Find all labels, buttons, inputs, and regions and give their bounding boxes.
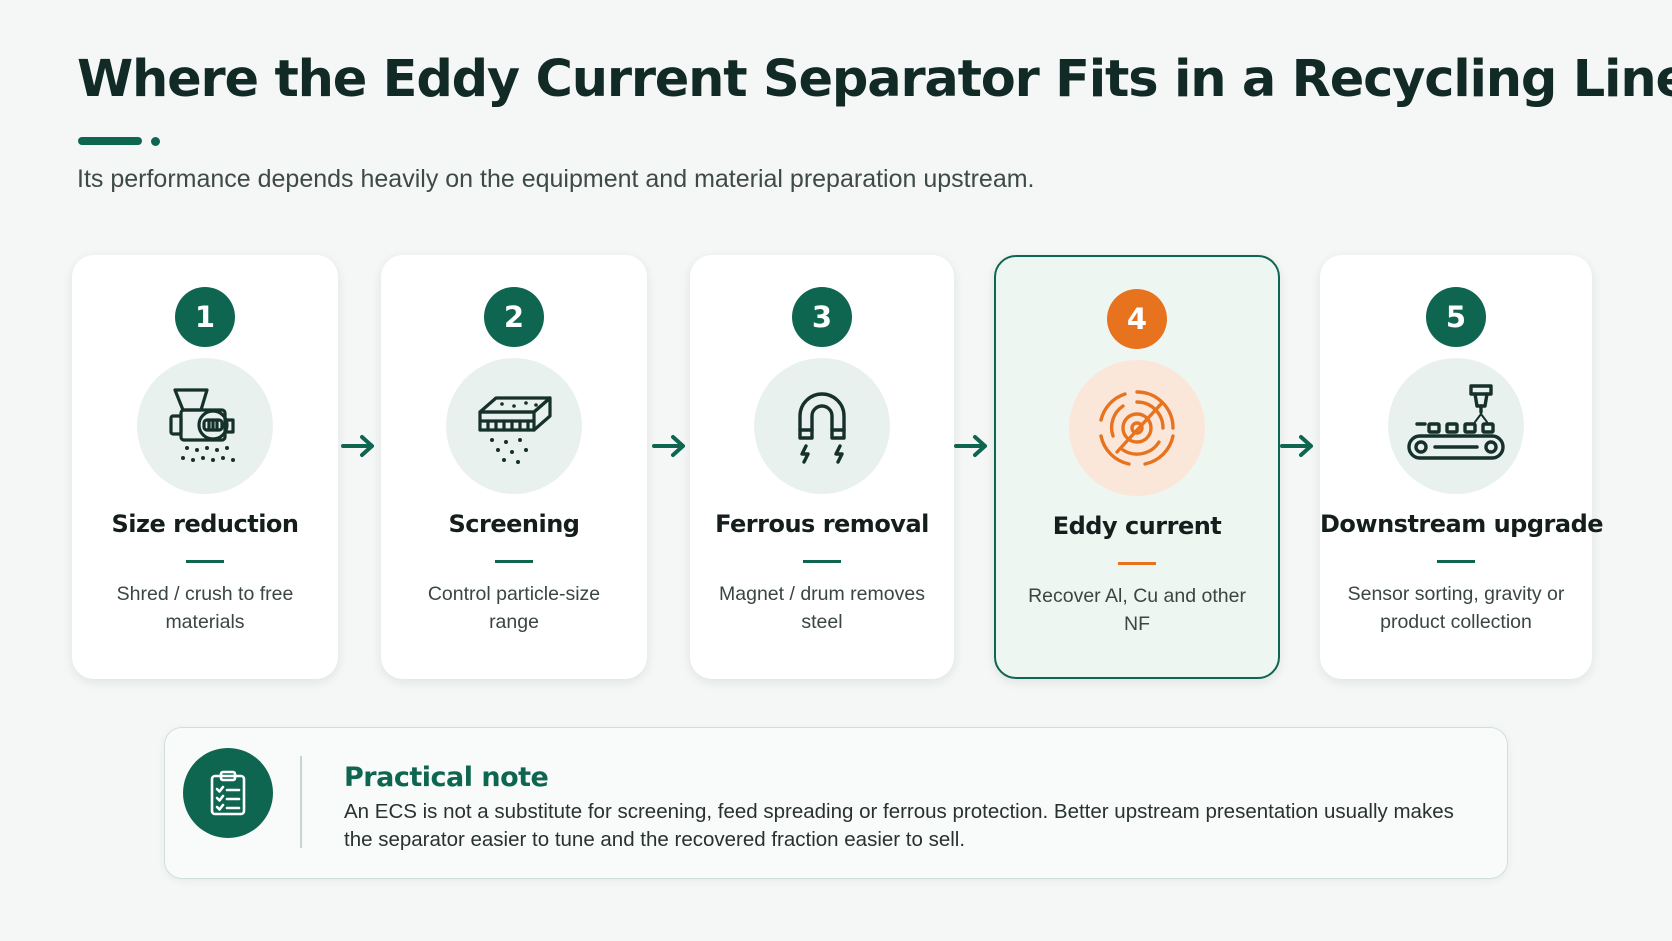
step-number-badge: 5 xyxy=(1426,287,1486,347)
step-divider xyxy=(495,560,533,563)
page-title: Where the Eddy Current Separator Fits in… xyxy=(77,50,1672,109)
step-title: Ferrous removal xyxy=(715,510,929,538)
title-accent-bar xyxy=(78,137,142,145)
step-description: Magnet / drum removes steel xyxy=(719,583,925,633)
step-title: Eddy current xyxy=(1052,512,1222,540)
note-divider xyxy=(300,756,302,848)
step-description: Sensor sorting, gravity or product colle… xyxy=(1347,583,1565,633)
step-description: Control particle-size range xyxy=(427,583,601,633)
conveyor-sensor-icon xyxy=(1407,384,1505,460)
screen-icon xyxy=(478,396,552,464)
step-description: Shred / crush to free materials xyxy=(116,583,294,633)
arrow-right-icon xyxy=(652,435,685,457)
note-title: Practical note xyxy=(344,762,549,793)
magnet-icon xyxy=(798,392,846,464)
step-number-badge: 2 xyxy=(484,287,544,347)
step-number-badge: 3 xyxy=(792,287,852,347)
step-number-badge: 4 xyxy=(1107,289,1167,349)
step-divider xyxy=(186,560,224,563)
arrow-right-icon xyxy=(1280,435,1313,457)
step-divider xyxy=(1118,562,1156,565)
title-accent-dot xyxy=(151,137,160,146)
step-title: Size reduction xyxy=(111,510,300,538)
page-subtitle: Its performance depends heavily on the e… xyxy=(77,165,1035,193)
step-description: Recover Al, Cu and other NF xyxy=(1028,585,1246,635)
step-number-badge: 1 xyxy=(175,287,235,347)
step-card-screening: 2 Screening Control particle-size range xyxy=(381,255,647,679)
arrow-right-icon xyxy=(954,435,987,457)
clipboard-checklist-icon xyxy=(210,770,246,816)
step-card-eddy-current: 4 Eddy current Recover Al, Cu and other … xyxy=(994,255,1280,679)
step-card-ferrous-removal: 3 Ferrous removal Magnet / drum removes … xyxy=(690,255,954,679)
step-divider xyxy=(803,560,841,563)
practical-note-panel: Practical note An ECS is not a substitut… xyxy=(164,727,1508,879)
eddy-current-rotor-icon xyxy=(1099,390,1175,466)
arrow-right-icon xyxy=(341,435,374,457)
step-card-downstream-upgrade: 5 Downstream upgrade Sensor sorting, gra… xyxy=(1320,255,1604,679)
step-title: Screening xyxy=(448,510,580,538)
step-divider xyxy=(1437,560,1475,563)
shredder-icon xyxy=(169,388,235,462)
step-title: Downstream upgrade xyxy=(1320,510,1604,538)
step-card-size-reduction: 1 Size reduction Shred / crush to free m… xyxy=(72,255,338,679)
note-body: An ECS is not a substitute for screening… xyxy=(344,800,1454,851)
